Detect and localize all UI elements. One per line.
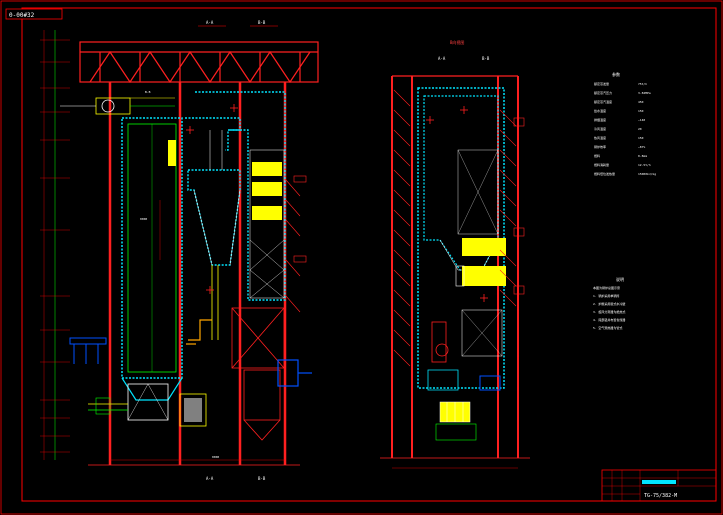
param-label: 燃料消耗量 (594, 162, 609, 167)
superheater-banks (252, 162, 282, 220)
param-label: 额定蒸发量 (594, 81, 609, 86)
note-line: 2. 炉膛采用膜式水冷壁 (593, 301, 625, 306)
param-value: 0-8mm (638, 154, 647, 158)
note-line: 1. 锅炉采用单锅筒 (593, 293, 619, 298)
param-label: 给水温度 (594, 108, 606, 113)
param-label: 燃料低位发热量 (594, 171, 615, 176)
param-value: ~140 (638, 118, 645, 122)
section-marker-a-top: A-A (206, 20, 214, 25)
param-label: 排烟温度 (594, 117, 606, 122)
section-marker-a-bottom: A-A (206, 476, 214, 481)
drawing-tab-label: 0-00#32 (9, 12, 35, 19)
param-value: 450 (638, 100, 644, 104)
svg-text:B-B: B-B (145, 90, 151, 94)
note-line: 本图为锅炉总图示意 (593, 285, 620, 290)
title-block: TG-75/382-M (601, 469, 717, 502)
param-label: 额定蒸汽温度 (594, 99, 612, 104)
right-superheater-banks (462, 238, 506, 286)
stairways (285, 175, 307, 313)
right-view-section-b: B-B (482, 56, 490, 61)
notes-heading: 说明 (616, 276, 624, 282)
param-value: 150 (638, 109, 644, 113)
furnace-shaft: 0000 (121, 117, 183, 379)
right-view-section-a: A-A (438, 56, 446, 61)
section-marker-b-top: B-B (258, 20, 266, 25)
furnace-bottom (88, 377, 207, 427)
note-line: 5. 空气预热器为管式 (593, 325, 622, 330)
note-line: 3. 旋风分离器为绝热式 (593, 309, 625, 314)
drawing-number: TG-75/382-M (644, 493, 677, 499)
drawing-tab: 0-00#32 (5, 8, 63, 20)
air-ducts (277, 359, 312, 387)
steam-drum: B-B (60, 90, 175, 115)
param-value: ~87% (638, 145, 645, 149)
param-value: 150 (638, 136, 644, 140)
param-value: 12.5t/h (638, 163, 651, 167)
air-preheater (231, 307, 285, 441)
right-view-title: B向视图 (450, 39, 464, 45)
parameters-table: 参数 额定蒸发量 75t/h 额定蒸汽压力 3.82MPa 额定蒸汽温度 450 给水温度 1… (594, 71, 656, 176)
param-label: 燃料 (594, 153, 600, 158)
note-line: 4. 尾部竖井布置省煤器 (593, 317, 625, 322)
backpass-shaft (195, 91, 286, 301)
param-value: 3.82MPa (638, 91, 651, 95)
sheet-inner-border (21, 7, 717, 502)
param-label: 热风温度 (594, 135, 606, 140)
left-elevation-view: A-A B-B (40, 20, 319, 481)
roof-truss (79, 41, 319, 84)
svg-text:0000: 0000 (212, 455, 219, 459)
param-value: 20 (638, 127, 642, 131)
params-heading: 参数 (612, 71, 620, 77)
notes-block: 说明 本图为锅炉总图示意 1. 锅炉采用单锅筒 2. 炉膛采用膜式水冷壁 3. 旋风分… (593, 276, 625, 330)
param-label: 额定蒸汽压力 (594, 90, 612, 95)
right-elevation-view: B向视图 A-A B-B (380, 39, 530, 469)
param-value: 15000kJ/kg (638, 172, 656, 176)
param-value: 75t/h (638, 82, 647, 86)
param-label: 冷风温度 (594, 126, 606, 131)
side-platform (69, 337, 107, 364)
section-marker-b-bottom: B-B (258, 476, 266, 481)
cyclone-separator (185, 117, 241, 340)
svg-text:0000: 0000 (140, 217, 147, 221)
param-label: 锅炉效率 (594, 144, 606, 149)
